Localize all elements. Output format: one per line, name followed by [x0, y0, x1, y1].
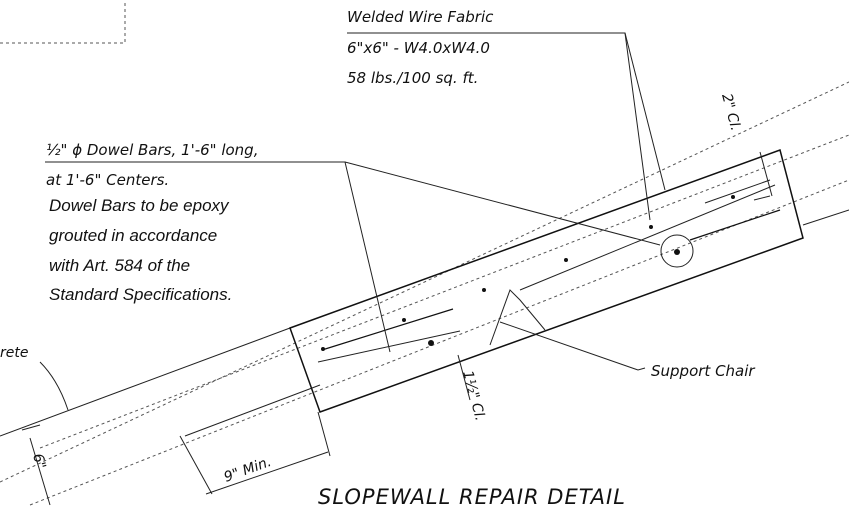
concrete-leader: [39, 361, 69, 411]
wire-fabric-top: [519, 184, 776, 291]
dowel-label-line1: ½" ϕ Dowel Bars, 1'-6" long,: [46, 141, 258, 159]
rebar-dot: [731, 195, 735, 199]
wwf-label-line2: 6"x6" - W4.0xW4.0: [347, 39, 490, 57]
wwf-leader-2: [624, 32, 666, 191]
dim-top-clear-label: 2" Cl.: [718, 92, 743, 133]
dim-min-length-line: [205, 451, 329, 495]
dim-bottom-clear-label: 1½" Cl.: [459, 369, 488, 423]
dim-top-clear-tick: [753, 195, 771, 201]
support-chair-label: Support Chair: [651, 362, 755, 380]
support-chair-shape: [489, 289, 546, 346]
existing-slab-edge: [0, 327, 291, 437]
dim-thickness-tick: [21, 424, 41, 431]
dim-min-length-ext-right: [317, 411, 331, 457]
dowel-bar-right: [689, 209, 781, 241]
dowel-note-line1: Dowel Bars to be epoxy: [49, 196, 230, 215]
dim-min-length-label: 9" Min.: [222, 454, 274, 486]
rebar-dot: [402, 318, 406, 322]
dowel-label-line2: at 1'-6" Centers.: [46, 171, 169, 189]
dim-thickness-line: [29, 437, 51, 506]
dim-min-length-ext-left: [179, 435, 213, 495]
dowel-leader-2: [344, 161, 661, 246]
slab-top-surface: [0, 81, 849, 483]
dowel-bar-center: [674, 249, 680, 255]
rebar-dot: [649, 225, 653, 229]
dowel-bar-left: [321, 308, 454, 351]
border-box-fragment: [0, 0, 126, 44]
rebar-dot: [482, 288, 486, 292]
dim-top-clear-line: [759, 151, 773, 197]
repair-section-outline: [289, 149, 804, 413]
dim-bottom-clear-line: [457, 354, 471, 401]
existing-slab-edge-lower: [184, 384, 321, 437]
drawing-title: SLOPEWALL REPAIR DETAIL: [318, 485, 626, 507]
rebar-dot: [564, 258, 568, 262]
slab-inner-line: [39, 134, 849, 449]
slab-bottom-surface: [29, 179, 849, 506]
dowel-note-line3: with Art. 584 of the: [49, 256, 190, 275]
support-chair-leader: [499, 321, 646, 371]
outline-extension: [802, 209, 849, 226]
rebar-dot: [428, 340, 434, 346]
dim-thickness-label: 6": [29, 452, 48, 471]
dowel-bar-circle: [660, 234, 694, 268]
wire-fabric-right: [704, 179, 771, 204]
wwf-label-line3: 58 lbs./100 sq. ft.: [347, 69, 478, 87]
wwf-label-line1: Welded Wire Fabric: [347, 8, 494, 26]
dowel-note-line4: Standard Specifications.: [49, 285, 232, 304]
rebar-dot: [321, 347, 325, 351]
concrete-label: rete: [0, 345, 28, 361]
dowel-note-line2: grouted in accordance: [49, 226, 217, 245]
wwf-leader: [347, 32, 651, 221]
